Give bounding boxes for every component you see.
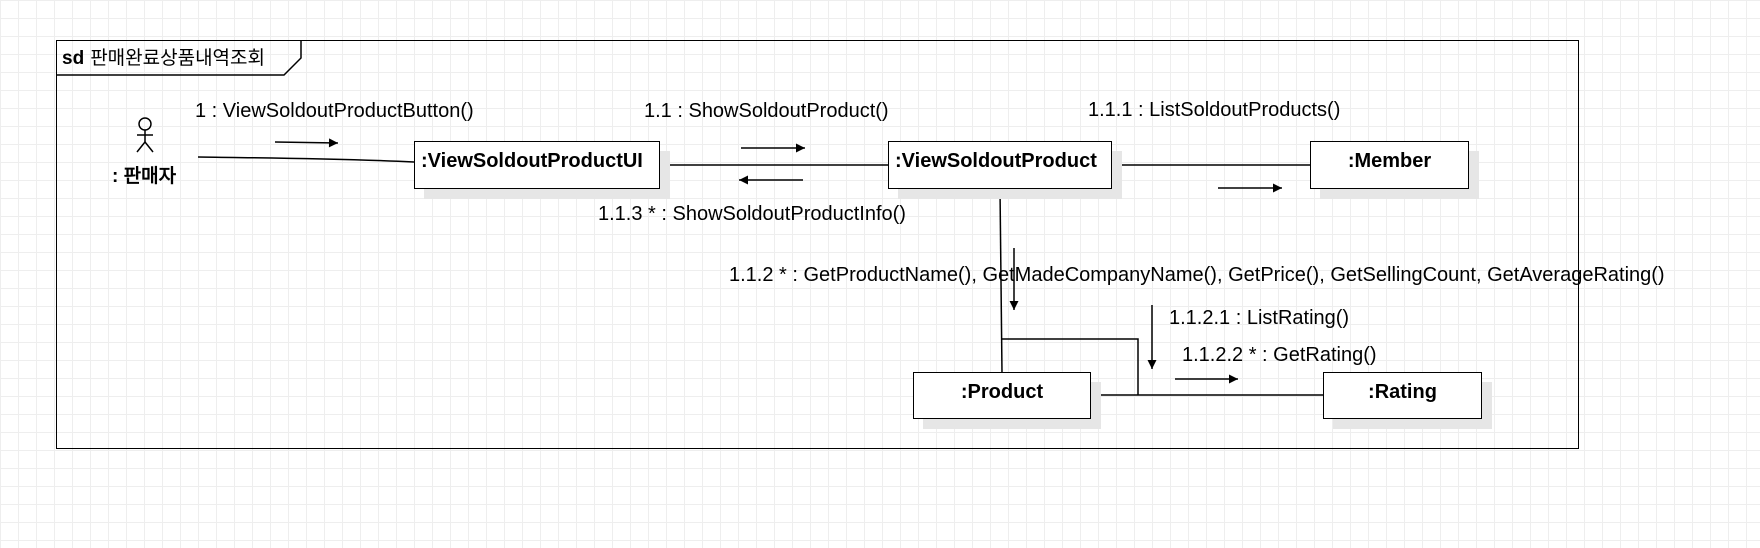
link-controller-product: [999, 188, 1003, 374]
arrow-msg-1: [274, 138, 339, 148]
object-product: :Product: [913, 372, 1091, 419]
message-1: 1 : ViewSoldoutProductButton(): [195, 100, 474, 122]
frame-keyword: sd: [62, 48, 85, 69]
message-1-1-2-2: 1.1.2.2 * : GetRating(): [1182, 344, 1377, 366]
message-1-1-2-1: 1.1.2.1 : ListRating(): [1169, 307, 1350, 329]
object-member: :Member: [1310, 141, 1469, 189]
object-view-soldout-product: :ViewSoldoutProduct: [888, 141, 1112, 189]
frame-name: 판매완료상품내역조회: [90, 48, 265, 69]
interaction-frame: [56, 40, 1579, 449]
message-1-1-3: 1.1.3 * : ShowSoldoutProductInfo(): [598, 203, 906, 225]
message-1-1-2: 1.1.2 * : GetProductName(), GetMadeCompa…: [729, 264, 1665, 286]
actor-label: : 판매자: [112, 166, 177, 187]
message-1-1-1: 1.1.1 : ListSoldoutProducts(): [1088, 99, 1341, 121]
actor-icon: [136, 117, 154, 153]
object-rating: :Rating: [1323, 372, 1482, 419]
object-view-soldout-product-ui: :ViewSoldoutProductUI: [414, 141, 660, 189]
link-product-self: [1002, 338, 1139, 395]
link-actor-ui: [197, 156, 415, 163]
frame-title-notch: [56, 40, 302, 76]
message-1-1: 1.1 : ShowSoldoutProduct(): [644, 100, 889, 122]
